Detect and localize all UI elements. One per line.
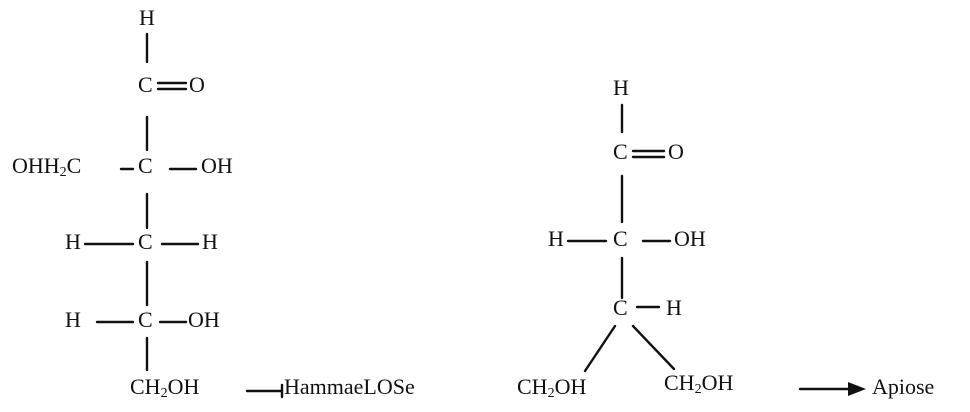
left-c3-right-h: H [202, 229, 218, 254]
right-c3-right-h: H [666, 295, 682, 320]
left-top-h: H [139, 5, 155, 30]
arrow-2: Apiose [798, 374, 934, 399]
left-c4: C [138, 307, 153, 332]
right-carbonyl-c: C [613, 139, 628, 164]
left-carbonyl-o: O [189, 72, 205, 97]
left-c4-left-h: H [65, 307, 81, 332]
left-c2-substituent: OHH2C [12, 153, 81, 180]
right-structure: H C O H C OH C H CH2OH CH2OH [517, 75, 733, 401]
left-c2-right-oh: OH [201, 153, 233, 178]
right-bond-c3-branch-right [631, 324, 676, 371]
left-carbonyl-c: C [138, 72, 153, 97]
right-bond-c3-branch-left [583, 324, 617, 373]
right-top-h: H [613, 75, 629, 100]
arrow-1: HammaeLOSe [245, 374, 415, 399]
left-structure: H C O OHH2C C OH H C H H C OH CH2OH [12, 5, 233, 401]
left-c2: C [138, 153, 153, 178]
arrow-2-label: Apiose [872, 374, 934, 399]
left-c3-left-h: H [65, 229, 81, 254]
right-branch-right-ch2oh: CH2OH [664, 370, 733, 397]
right-carbonyl-o: O [668, 139, 684, 164]
right-c2: C [613, 226, 628, 251]
left-bottom-ch2oh: CH2OH [130, 374, 199, 401]
right-c2-right-oh: OH [674, 226, 706, 251]
right-c2-left-h: H [548, 226, 564, 251]
arrow-1-label: HammaeLOSe [284, 374, 415, 399]
left-c4-right-oh: OH [188, 307, 220, 332]
right-branch-left-ch2oh: CH2OH [517, 374, 586, 401]
left-c3: C [138, 229, 153, 254]
arrow-2-head [848, 382, 866, 396]
right-c3: C [613, 295, 628, 320]
